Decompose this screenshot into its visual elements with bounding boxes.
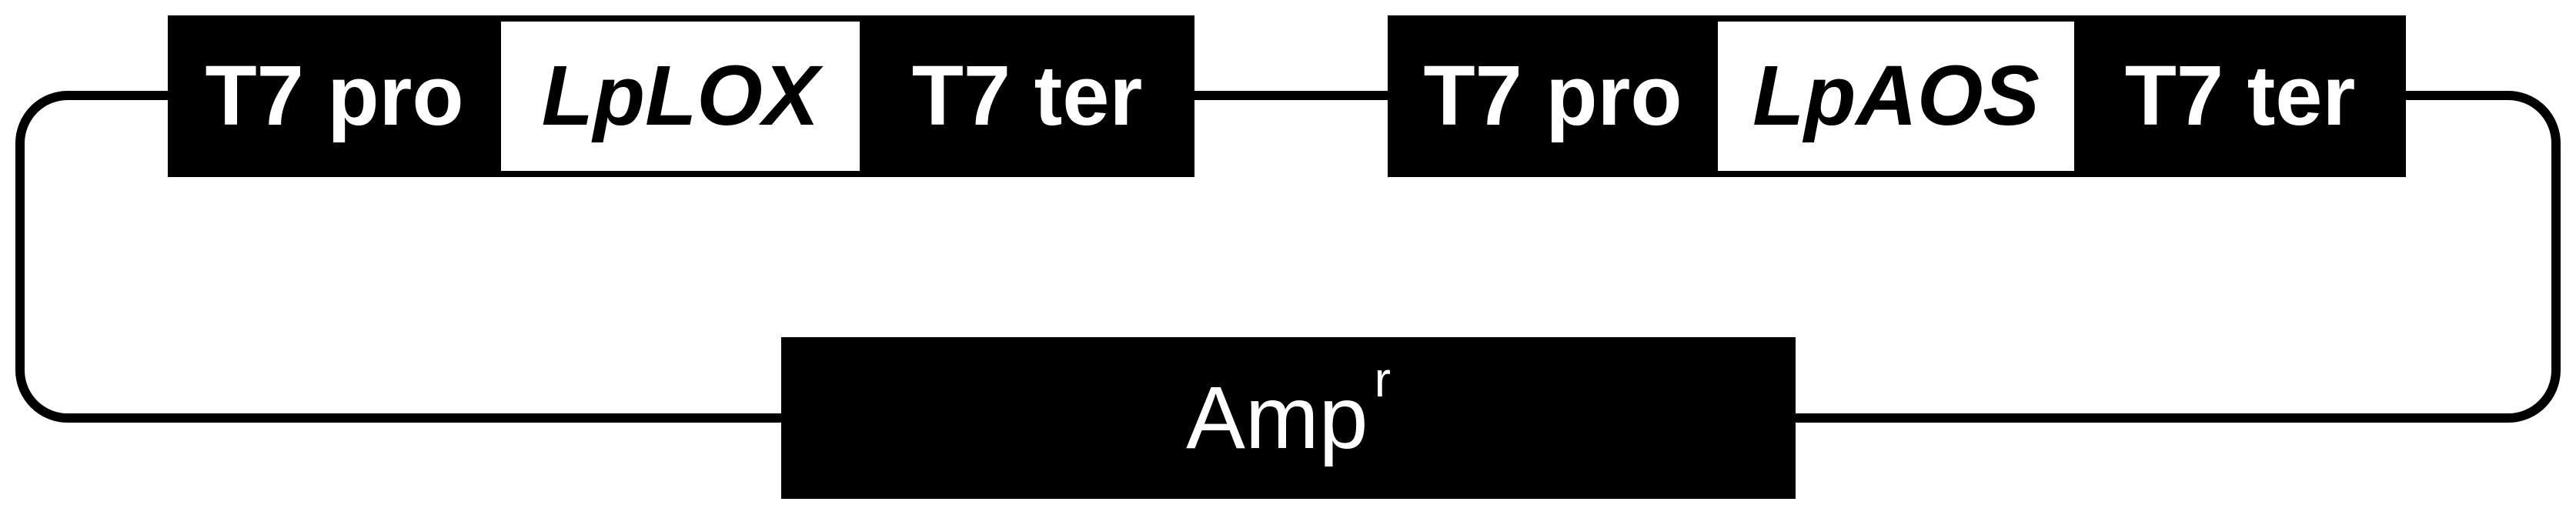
t7-terminator-label-2: T7 ter	[2124, 48, 2356, 143]
t7-promoter-label-1: T7 pro	[205, 48, 464, 143]
t7-terminator-label-1: T7 ter	[911, 48, 1143, 143]
t7-promoter-label-2: T7 pro	[1423, 48, 1682, 143]
amp-superscript-r: r	[1374, 352, 1391, 407]
expression-cassette-aos: T7 pro LpAOS T7 ter	[1388, 15, 2406, 177]
amp-label: Amp	[1186, 368, 1368, 467]
expression-cassette-lox: T7 pro LpLOX T7 ter	[168, 15, 1194, 177]
gene-box-lpaos: LpAOS	[1718, 22, 2074, 171]
gene-box-lplox: LpLOX	[501, 22, 860, 171]
